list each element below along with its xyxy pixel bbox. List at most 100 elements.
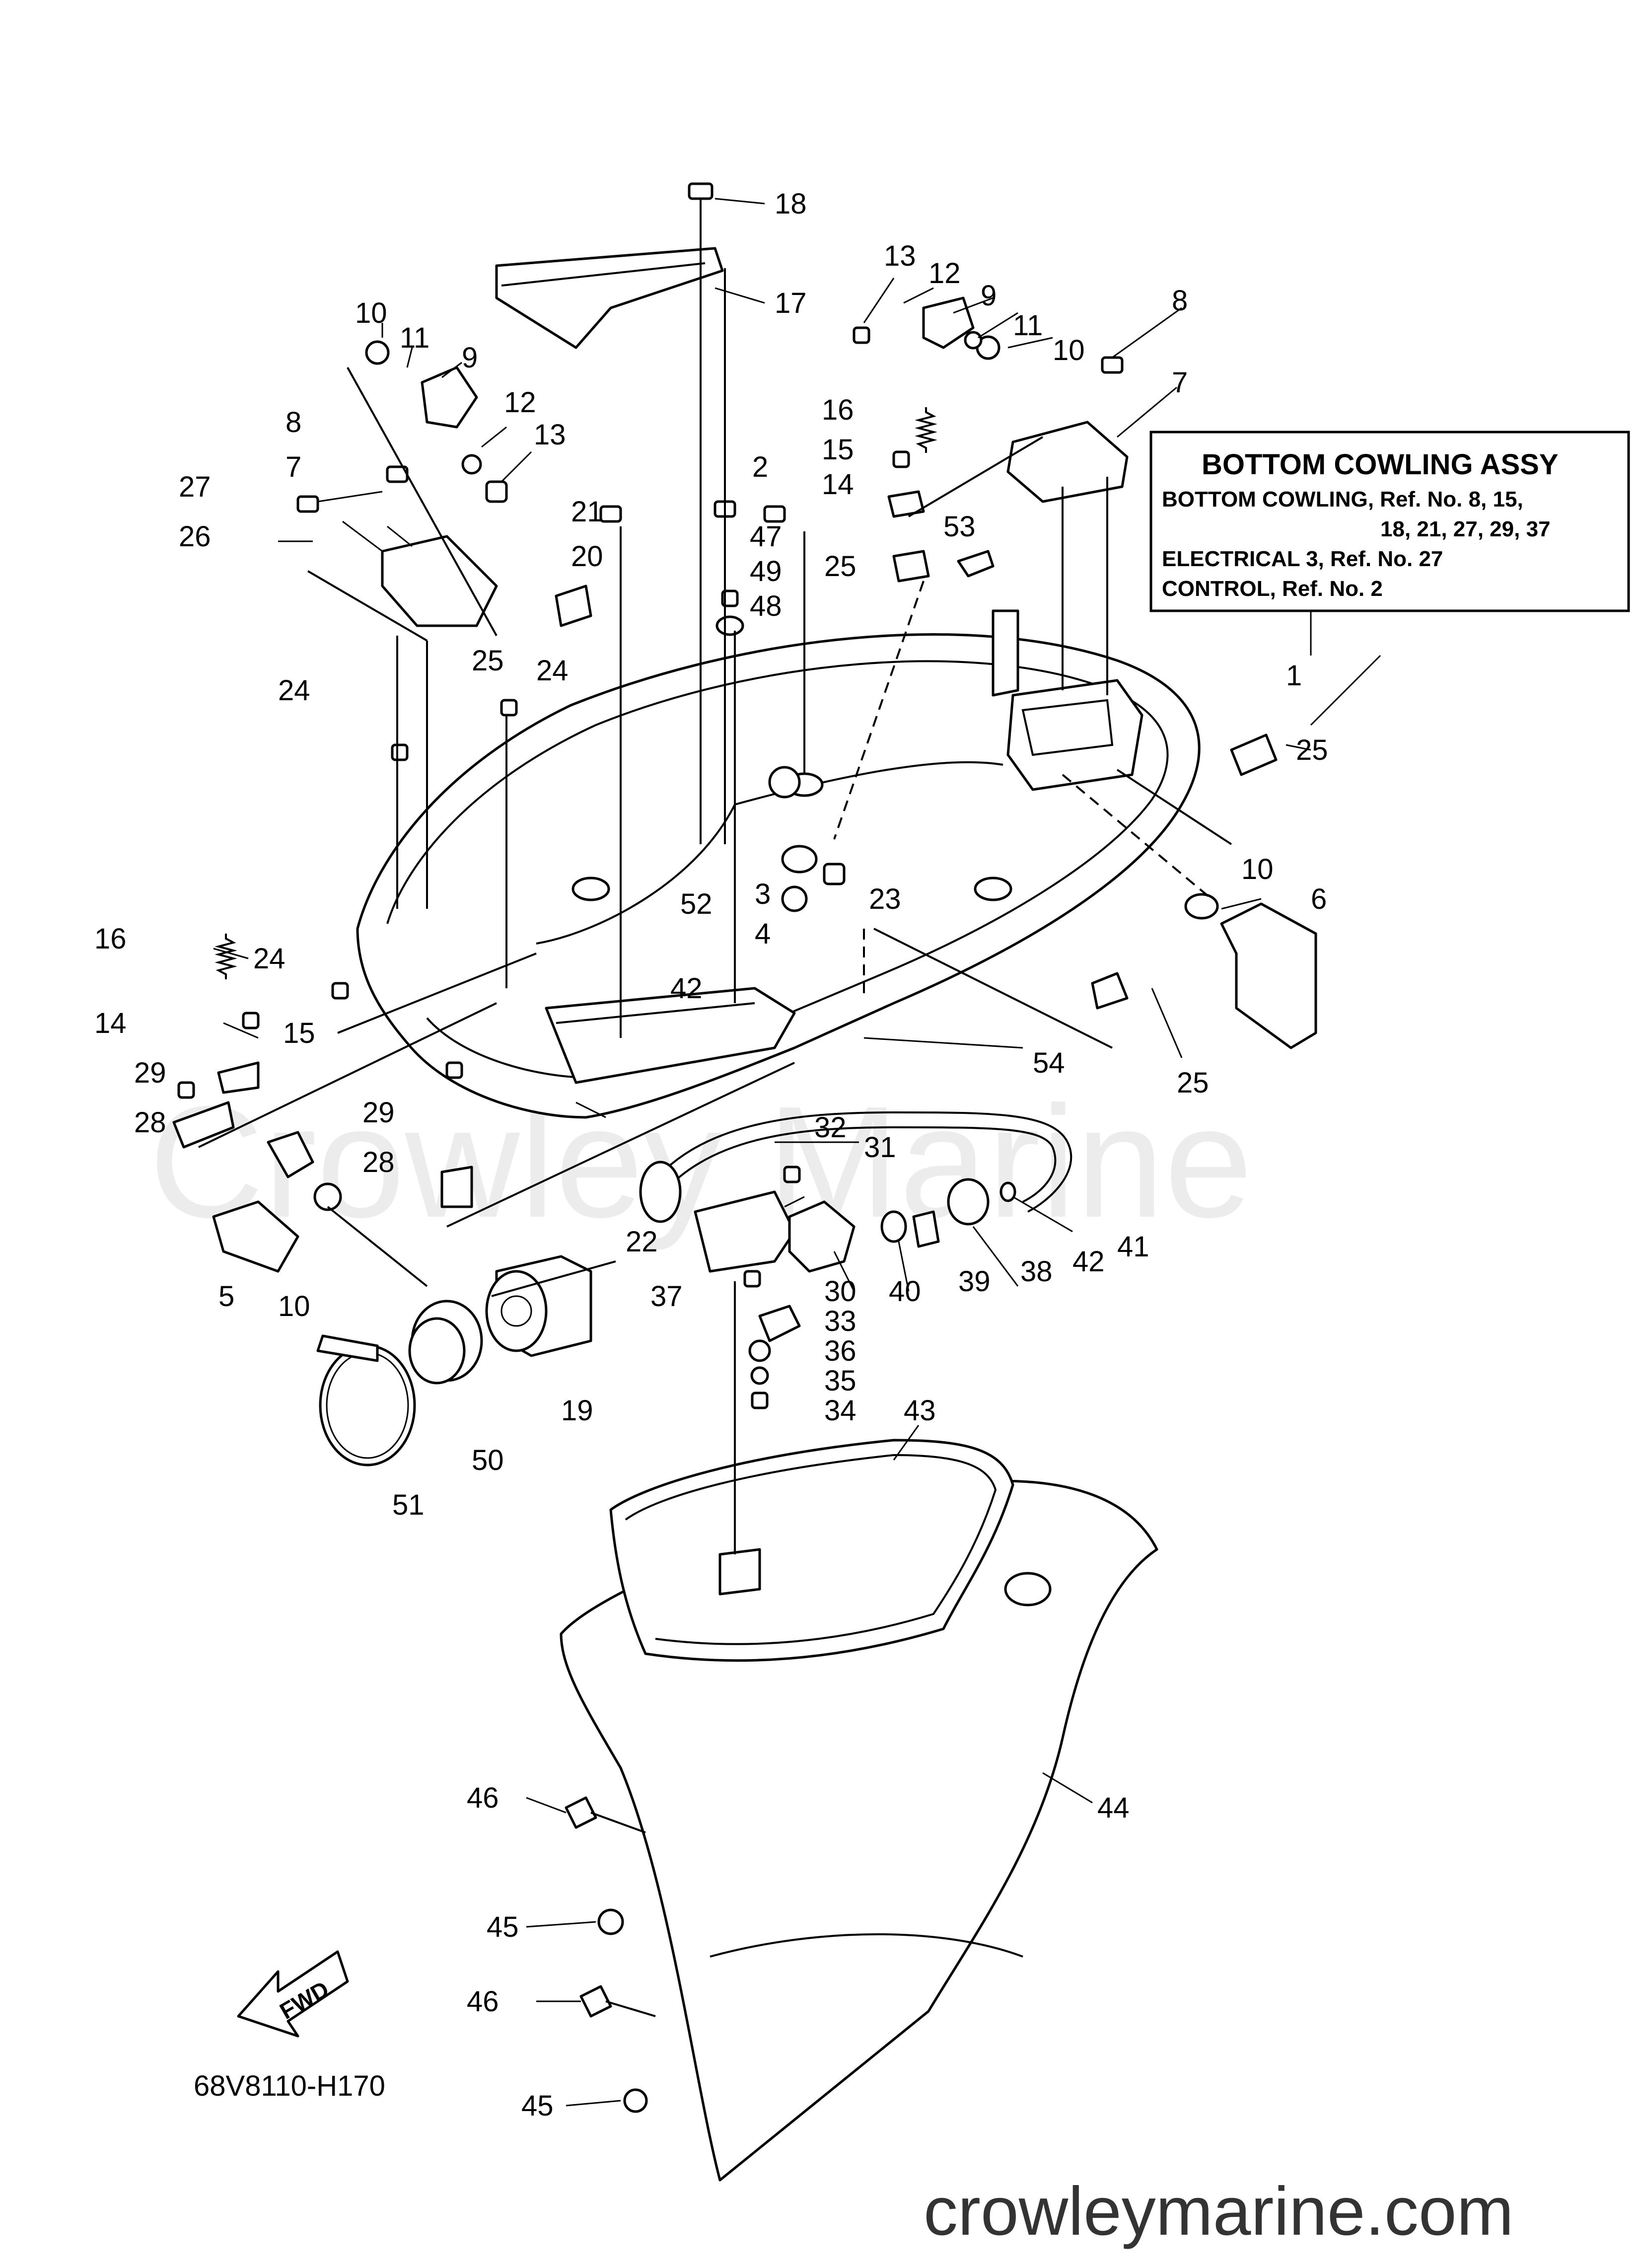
callout-11: 11: [1013, 309, 1043, 342]
assembly-info-box: BOTTOM COWLING ASSY BOTTOM COWLING, Ref.…: [1149, 431, 1630, 656]
screw-18: [688, 182, 714, 233]
parts-drawing: FWD: [172, 182, 1317, 2182]
rubber-25-left: [555, 585, 592, 627]
site-url[interactable]: crowleymarine.com: [924, 2173, 1514, 2250]
callout-31: 31: [864, 1131, 896, 1164]
callout-22: 22: [626, 1226, 658, 1258]
callout-39: 39: [958, 1265, 991, 1298]
callout-36: 36: [824, 1335, 857, 1367]
callout-11-left: 11: [400, 322, 429, 354]
callout-12-left: 12: [504, 386, 536, 419]
callout-1: 1: [1286, 659, 1302, 692]
cover-plate-17: [495, 247, 724, 349]
callout-37: 37: [650, 1280, 683, 1313]
callout-21: 21: [571, 496, 603, 528]
rubber-25-right: [1230, 733, 1278, 776]
callout-44: 44: [1097, 1792, 1130, 1824]
callout-labels: 18 17 13 12 9 11 10 8 7 10 11 9 12 13 8 …: [94, 188, 1328, 2122]
callout-38: 38: [1020, 1255, 1053, 1288]
callout-42-top: 42: [670, 972, 703, 1005]
clamp-9-left: [421, 366, 478, 429]
lever-5: [212, 1200, 299, 1273]
nut-38: [947, 1178, 990, 1226]
grommet-10-right: [1184, 893, 1219, 920]
callout-46-lower: 46: [467, 1985, 499, 2018]
callout-46-upper: 46: [467, 1782, 499, 1814]
callout-24-a: 24: [536, 655, 569, 687]
callout-48: 48: [750, 590, 782, 622]
rubber-25-top: [892, 550, 930, 583]
callout-34: 34: [824, 1394, 857, 1427]
callout-26: 26: [179, 520, 211, 553]
callout-3: 3: [755, 878, 771, 910]
callout-7-left: 7: [286, 451, 301, 483]
joint-5: [267, 1131, 314, 1178]
callout-29-center: 29: [362, 1097, 395, 1129]
bracket-28-center: [440, 1166, 473, 1208]
callout-25-left: 25: [472, 645, 504, 677]
clip-14-left: [217, 1061, 260, 1094]
callout-16-top: 16: [822, 394, 854, 426]
fitting-39: [912, 1210, 940, 1248]
callout-10-right: 10: [1241, 853, 1274, 885]
callout-45-upper: 45: [487, 1911, 519, 1943]
callout-15-left: 15: [283, 1017, 315, 1049]
rubber-25-lower: [1091, 972, 1129, 1010]
callout-28-center: 28: [362, 1146, 395, 1178]
bracket-31: [694, 1190, 796, 1273]
assy-box-line-4: CONTROL, Ref. No. 2: [1162, 577, 1383, 601]
assy-box-line-2: 18, 21, 27, 29, 37: [1380, 517, 1551, 541]
callout-2: 2: [752, 451, 768, 483]
spring-16-left: [214, 934, 237, 979]
fwd-arrow: FWD: [237, 1950, 349, 2038]
leader-lines: [213, 198, 1381, 2107]
callout-47: 47: [750, 520, 782, 553]
clamp-42-right: [999, 1181, 1016, 1202]
callout-25-lower: 25: [1177, 1067, 1209, 1099]
callout-25-right: 25: [1296, 734, 1328, 766]
callout-50: 50: [472, 1444, 504, 1476]
callout-33: 33: [824, 1305, 857, 1337]
callout-10-low: 10: [278, 1290, 310, 1322]
washer-40: [880, 1210, 907, 1243]
callout-10-left: 10: [355, 297, 387, 329]
callout-19: 19: [561, 1394, 593, 1427]
callout-43: 43: [904, 1394, 936, 1427]
assy-box-line-1: BOTTOM COWLING, Ref. No. 8, 15,: [1162, 487, 1523, 512]
callout-17: 17: [775, 287, 807, 319]
assembly-lines: [198, 233, 1232, 1554]
callout-23: 23: [869, 883, 901, 915]
clip-33: [758, 1305, 801, 1342]
callout-45-lower: 45: [521, 2090, 554, 2122]
grommet-10-left: [313, 1182, 342, 1211]
callout-13-left: 13: [534, 419, 566, 451]
bracket-28-left: [172, 1101, 235, 1149]
callout-8-left: 8: [286, 406, 301, 439]
callout-18: 18: [775, 188, 807, 220]
callout-15-top: 15: [822, 434, 854, 466]
callout-24-b: 24: [278, 674, 310, 707]
callout-52: 52: [680, 888, 713, 920]
assy-box-title: BOTTOM COWLING ASSY: [1202, 448, 1559, 481]
holder-7-right: [1006, 421, 1129, 503]
callout-6: 6: [1311, 883, 1327, 915]
callout-13: 13: [884, 240, 916, 272]
callout-20: 20: [571, 540, 603, 573]
seal-43: [609, 1439, 1014, 1662]
callout-7: 7: [1172, 366, 1188, 399]
callout-27: 27: [179, 471, 211, 503]
callout-51: 51: [392, 1489, 425, 1521]
callout-9: 9: [981, 280, 997, 312]
callout-12: 12: [928, 257, 961, 290]
callout-28-left: 28: [134, 1106, 166, 1139]
callout-14-top: 14: [822, 468, 854, 501]
bolt-46-upper: [565, 1796, 646, 1833]
callout-4: 4: [755, 918, 771, 950]
callout-32: 32: [814, 1111, 847, 1144]
lower-cowling-44: [560, 1439, 1158, 2182]
bracket-6: [1220, 902, 1317, 1049]
grommet-22: [639, 1161, 682, 1223]
callout-8: 8: [1172, 285, 1188, 317]
callout-42-right: 42: [1072, 1245, 1105, 1278]
